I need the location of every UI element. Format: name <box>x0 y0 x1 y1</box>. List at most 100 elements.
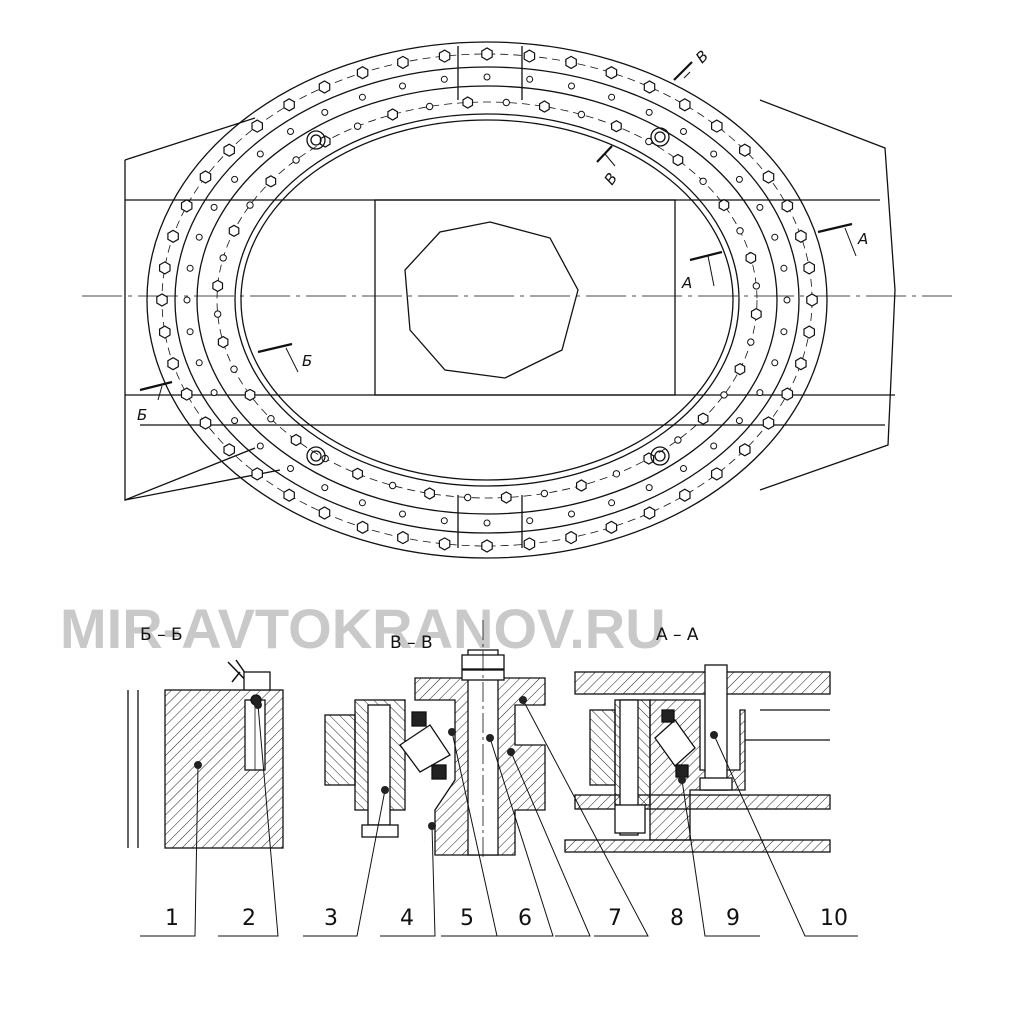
bolt-head <box>565 55 577 70</box>
bolt-head <box>538 100 550 113</box>
callout-4: 4 <box>400 906 414 931</box>
bolt-hole <box>680 128 687 135</box>
bolt-hole <box>736 227 744 235</box>
bolt-head <box>679 488 691 502</box>
bolt-head <box>523 537 536 551</box>
bolt-head <box>605 520 618 534</box>
bolt-hole <box>674 436 682 444</box>
cut-marks <box>139 61 857 401</box>
bolt-head <box>397 55 409 70</box>
bolt-head <box>500 491 512 504</box>
bolt-hole <box>756 203 764 211</box>
bolt-hole <box>256 150 264 158</box>
bolt-hole <box>321 484 329 492</box>
bolt-head <box>738 443 751 457</box>
bolt-hole <box>645 484 653 492</box>
segment-joints <box>457 46 523 548</box>
section-title-aa: А – А <box>656 625 699 645</box>
bolt-head <box>223 143 235 157</box>
bolt-head <box>643 452 655 465</box>
bolt-hole <box>568 82 575 90</box>
bolt-hole <box>231 175 239 183</box>
bolt-hole <box>292 156 300 164</box>
bolt-hole <box>214 310 222 318</box>
bolt-hole <box>210 203 218 211</box>
bolt-hole <box>645 108 653 116</box>
callout-7: 7 <box>608 906 622 931</box>
cut-letter-v1: В <box>692 47 712 67</box>
bolt-hole <box>540 489 549 498</box>
bolt-hole <box>440 517 448 525</box>
bolt-hole <box>483 73 491 81</box>
bolt-hole <box>783 296 791 304</box>
bolt-hole <box>464 493 472 502</box>
bolt-head <box>244 388 256 402</box>
bolt-hole <box>710 150 718 158</box>
bolt-hole <box>267 415 275 423</box>
bolt-head <box>438 49 451 63</box>
bolt-head <box>199 416 212 430</box>
bolt-head <box>734 363 746 376</box>
bolt-hole <box>502 98 510 107</box>
bolt-hole <box>219 254 227 262</box>
bolt-head <box>356 520 369 534</box>
bolt-hole <box>186 264 194 272</box>
section-title-bb: Б – Б <box>140 625 183 645</box>
bolt-hole <box>256 442 264 450</box>
bolt-head <box>265 175 277 188</box>
bolt-hole <box>287 128 294 135</box>
bolt-head <box>159 261 171 275</box>
cut-letter-b2: Б <box>137 406 147 424</box>
bolt-head <box>697 412 709 425</box>
callout-9: 9 <box>726 906 740 931</box>
bolt-hole <box>388 481 397 490</box>
bolt-hole <box>287 465 294 472</box>
callout-10: 10 <box>820 906 848 931</box>
bolt-hole <box>440 75 448 83</box>
bolt-hole <box>186 328 194 336</box>
bolt-hole <box>230 365 238 373</box>
bolt-hole <box>608 499 616 507</box>
bolt-hole <box>231 417 239 425</box>
bolt-hole <box>735 175 743 183</box>
bolt-head <box>283 488 295 502</box>
bolt-head <box>356 66 369 80</box>
bolt-head <box>781 387 794 401</box>
bolt-head <box>575 479 587 492</box>
bolt-head <box>738 143 751 157</box>
bolt-circle-inner <box>216 101 758 499</box>
bolt-head <box>212 279 224 293</box>
bolt-hole <box>183 296 191 304</box>
bolt-head <box>523 49 536 63</box>
callout-6: 6 <box>518 906 532 931</box>
bolt-hole <box>195 359 203 367</box>
bolt-hole <box>780 264 788 272</box>
bolt-head <box>803 325 816 339</box>
bolt-hole <box>735 417 743 425</box>
bolt-head <box>156 293 168 307</box>
bolt-head <box>167 357 179 371</box>
bolt-head <box>180 199 193 213</box>
bolt-head <box>718 198 730 212</box>
bolt-head <box>387 108 398 121</box>
cut-letter-a1: А <box>857 230 868 248</box>
bolt-hole <box>210 389 218 397</box>
bolt-head <box>750 307 762 321</box>
bolt-head <box>679 98 691 112</box>
bolt-hole <box>568 510 575 518</box>
inner-ring-edge <box>196 85 778 515</box>
bolt-hole <box>399 510 406 518</box>
bolt-head <box>762 170 775 184</box>
bolt-hole <box>577 110 586 119</box>
callout-8: 8 <box>670 906 684 931</box>
bolt-head <box>481 47 493 61</box>
bolt-head <box>318 506 331 520</box>
bolt-head <box>565 530 577 545</box>
callout-numbers: 1 2 3 4 5 6 7 8 9 10 <box>165 906 848 931</box>
bolt-head <box>745 251 757 265</box>
bolt-hole <box>399 82 406 90</box>
bolt-hole <box>612 470 621 478</box>
section-vv <box>324 620 546 860</box>
